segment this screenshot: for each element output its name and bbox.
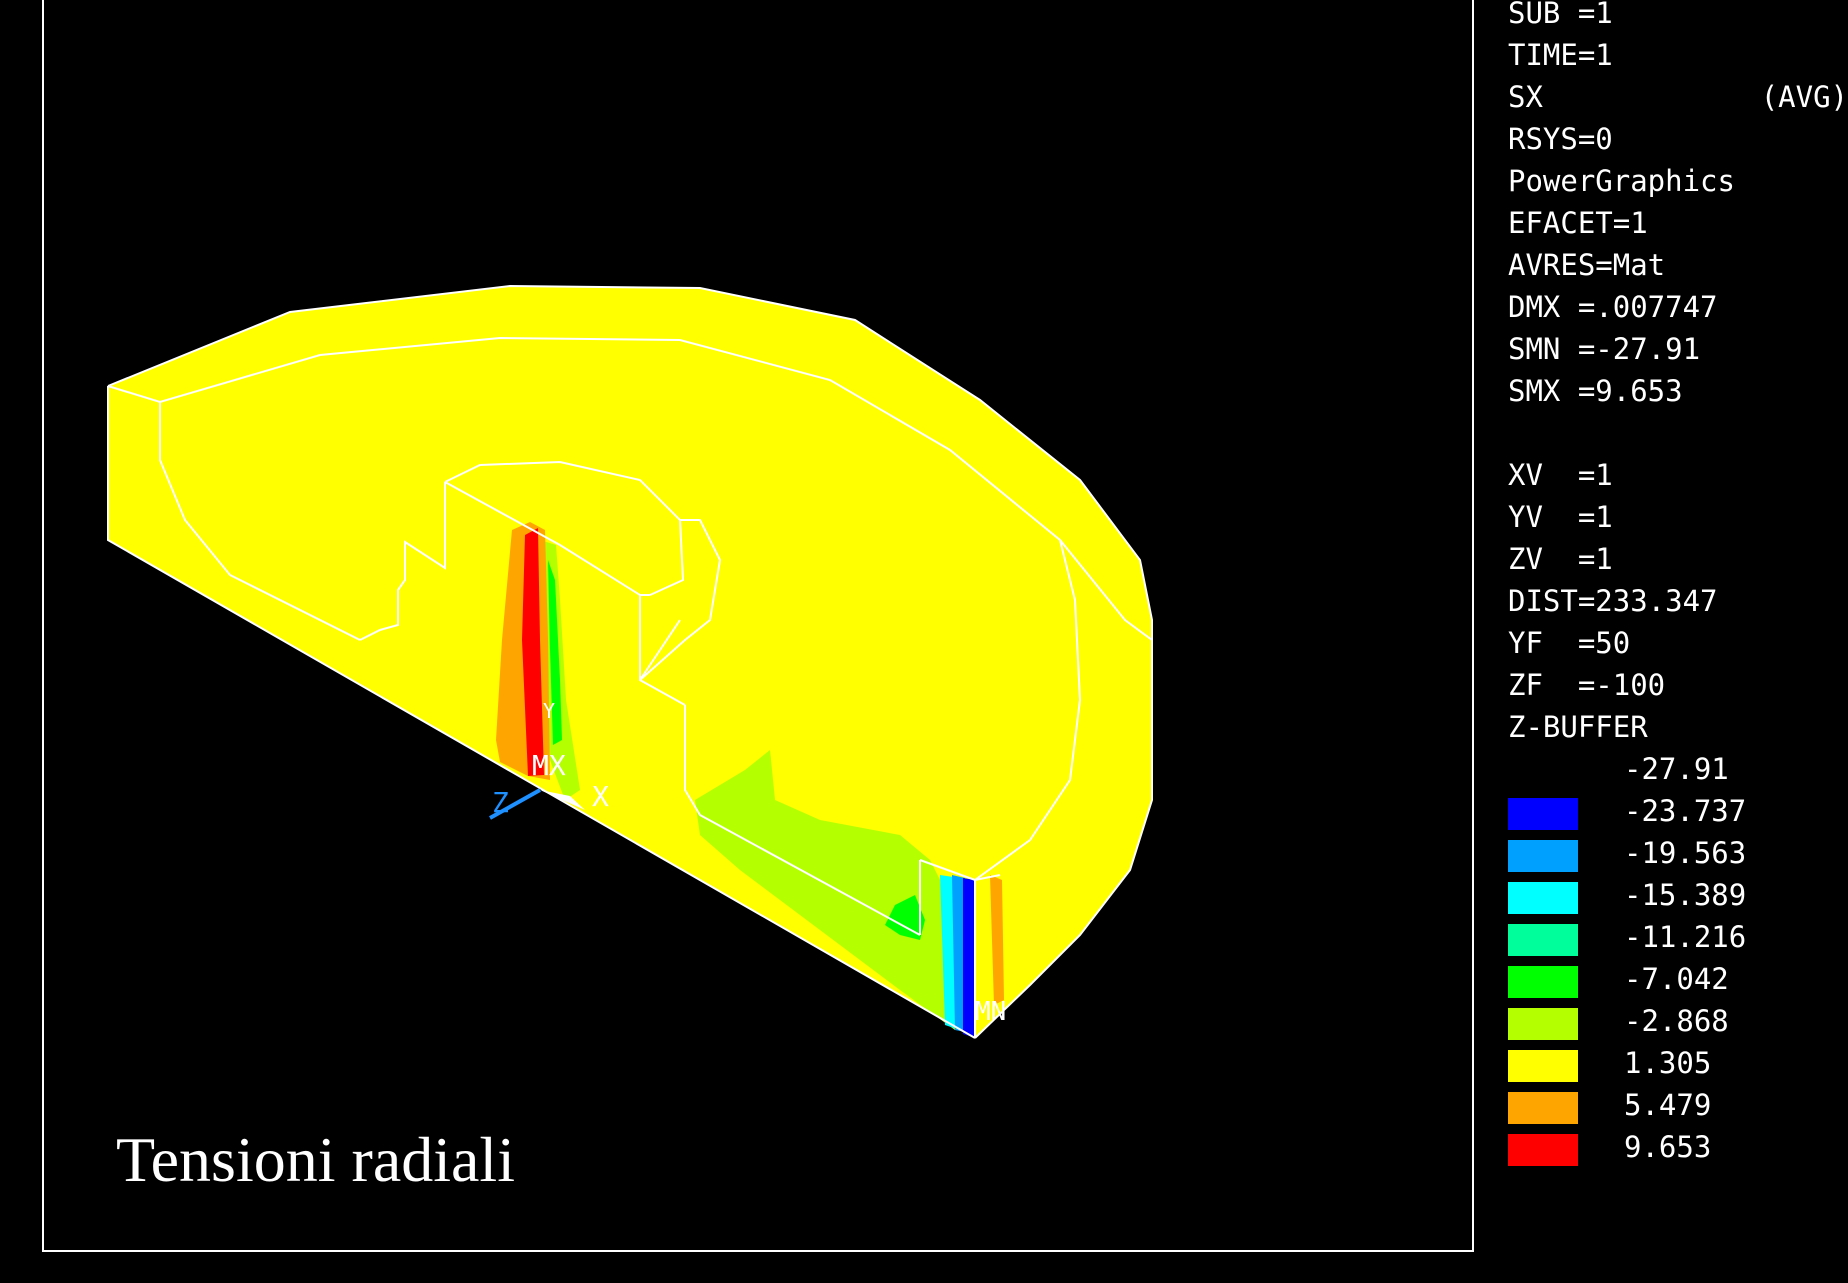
legend-band: 1.305: [1508, 1042, 1848, 1084]
info-smn: SMN =-27.91: [1508, 332, 1701, 366]
info-dist: DIST=233.347: [1508, 584, 1718, 618]
legend-top-value: -27.91: [1624, 752, 1729, 786]
legend-band-label: -7.042: [1624, 962, 1729, 996]
info-avres: AVRES=Mat: [1508, 248, 1666, 282]
info-graphics: PowerGraphics: [1508, 164, 1735, 198]
min-marker-label: MN: [975, 997, 1006, 1027]
info-result-item: SX: [1508, 80, 1543, 114]
legend-swatch: [1508, 1050, 1578, 1082]
legend-swatch: [1508, 1008, 1578, 1040]
info-zf: ZF =-100: [1508, 668, 1666, 702]
legend-swatch: [1508, 1134, 1578, 1166]
axis-triad: Z X Y: [489, 699, 609, 820]
legend-swatch: [1508, 924, 1578, 956]
info-yf: YF =50: [1508, 626, 1631, 660]
figure-caption: Tensioni radiali: [116, 1124, 515, 1195]
legend-band: -11.216: [1508, 916, 1848, 958]
model-edges: [107, 284, 1153, 1039]
info-result-row: SX (AVG): [1508, 76, 1848, 118]
info-result-mode: (AVG): [1760, 80, 1848, 114]
triad-y-label: Y: [543, 699, 555, 723]
triad-x-label: X: [592, 780, 609, 813]
info-yv: YV =1: [1508, 500, 1613, 534]
max-marker-label: MX: [532, 749, 566, 782]
legend-band-label: -11.216: [1624, 920, 1747, 954]
legend-band: -2.868: [1508, 1000, 1848, 1042]
info-dmx: DMX =.007747: [1508, 290, 1718, 324]
legend-swatch: [1508, 798, 1578, 830]
stress-region-red: [522, 528, 544, 776]
legend-band: -19.563: [1508, 832, 1848, 874]
stress-region-blue-mn: [963, 878, 975, 1038]
legend-swatch: [1508, 840, 1578, 872]
info-efacet: EFACET=1: [1508, 206, 1648, 240]
stress-region-green-mn: [885, 895, 925, 940]
graphics-viewport[interactable]: [42, 0, 1474, 1252]
stress-region-teal-mn: [952, 875, 965, 1032]
legend-band-label: 9.653: [1624, 1130, 1712, 1164]
info-sub: SUB =1: [1508, 0, 1613, 30]
legend-band: -23.737: [1508, 790, 1848, 832]
info-xv: XV =1: [1508, 458, 1613, 492]
stress-region-orange-mn: [990, 875, 1004, 1005]
stress-region-green: [695, 750, 955, 1030]
legend-band: -7.042: [1508, 958, 1848, 1000]
legend-swatch: [1508, 966, 1578, 998]
info-rsys: RSYS=0: [1508, 122, 1613, 156]
legend-band-label: -15.389: [1624, 878, 1747, 912]
legend-swatch: [1508, 882, 1578, 914]
info-smx: SMX =9.653: [1508, 374, 1683, 408]
info-zv: ZV =1: [1508, 542, 1613, 576]
stress-region-green-3: [548, 560, 562, 745]
triad-z-label: Z: [492, 786, 509, 819]
legend-band-label: -2.868: [1624, 1004, 1729, 1038]
info-time: TIME=1: [1508, 38, 1613, 72]
legend-band-label: -19.563: [1624, 836, 1747, 870]
legend-band: -15.389: [1508, 874, 1848, 916]
results-info-panel: SUB =1 TIME=1 SX (AVG) RSYS=0 PowerGraph…: [1508, 0, 1848, 748]
legend-band-label: 1.305: [1624, 1046, 1712, 1080]
legend-band: 9.653: [1508, 1126, 1848, 1168]
info-zbuffer: Z-BUFFER: [1508, 710, 1648, 744]
legend-swatch: [1508, 1092, 1578, 1124]
legend-band: 5.479: [1508, 1084, 1848, 1126]
legend-band-label: -23.737: [1624, 794, 1747, 828]
legend-band-label: 5.479: [1624, 1088, 1712, 1122]
